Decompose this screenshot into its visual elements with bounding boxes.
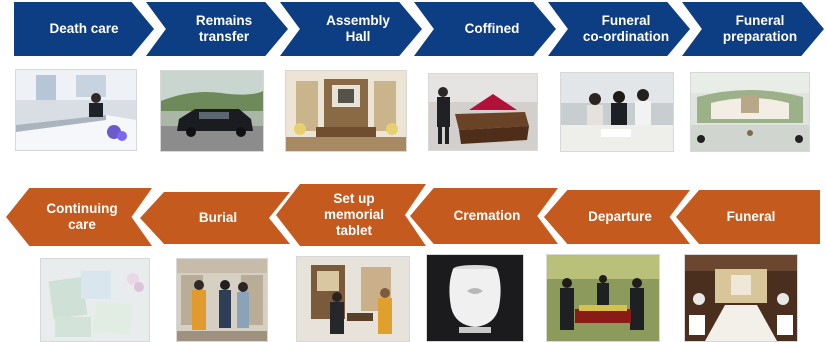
reception-desk-photo — [15, 69, 137, 151]
urn-photo — [426, 254, 524, 342]
step-arrow-continuing-care: Continuing care — [6, 188, 152, 246]
funeral-hall-photo — [684, 254, 798, 342]
step-arrow-death-care: Death care — [14, 2, 154, 56]
columbarium-photo — [176, 258, 268, 342]
step-arrow-memorial-tablet: Set up memorial tablet — [276, 184, 426, 246]
meeting-photo — [560, 72, 674, 152]
care-products-photo — [40, 258, 150, 342]
bottom-process-row: Continuing care Burial Set up memorial t… — [0, 170, 826, 342]
step-arrow-remains-transfer: Remains transfer — [146, 2, 288, 56]
step-arrow-assembly-hall: Assembly Hall — [280, 2, 422, 56]
step-arrow-funeral-preparation: Funeral preparation — [682, 2, 824, 56]
departure-photo — [546, 254, 660, 342]
top-process-row: Death care Remains transfer Assembly Hal… — [0, 0, 826, 170]
step-arrow-coffined: Coffined — [414, 2, 556, 56]
coffin-photo — [428, 73, 538, 151]
flower-altar-photo — [690, 72, 810, 152]
step-arrow-funeral-coordination: Funeral co-ordination — [548, 2, 690, 56]
step-arrow-funeral: Funeral — [676, 190, 820, 244]
hearse-photo — [160, 70, 264, 152]
memorial-tablet-photo — [296, 256, 410, 342]
assembly-hall-photo — [285, 70, 407, 152]
step-arrow-burial: Burial — [140, 192, 290, 244]
step-arrow-departure: Departure — [544, 190, 690, 244]
step-arrow-cremation: Cremation — [410, 188, 558, 244]
